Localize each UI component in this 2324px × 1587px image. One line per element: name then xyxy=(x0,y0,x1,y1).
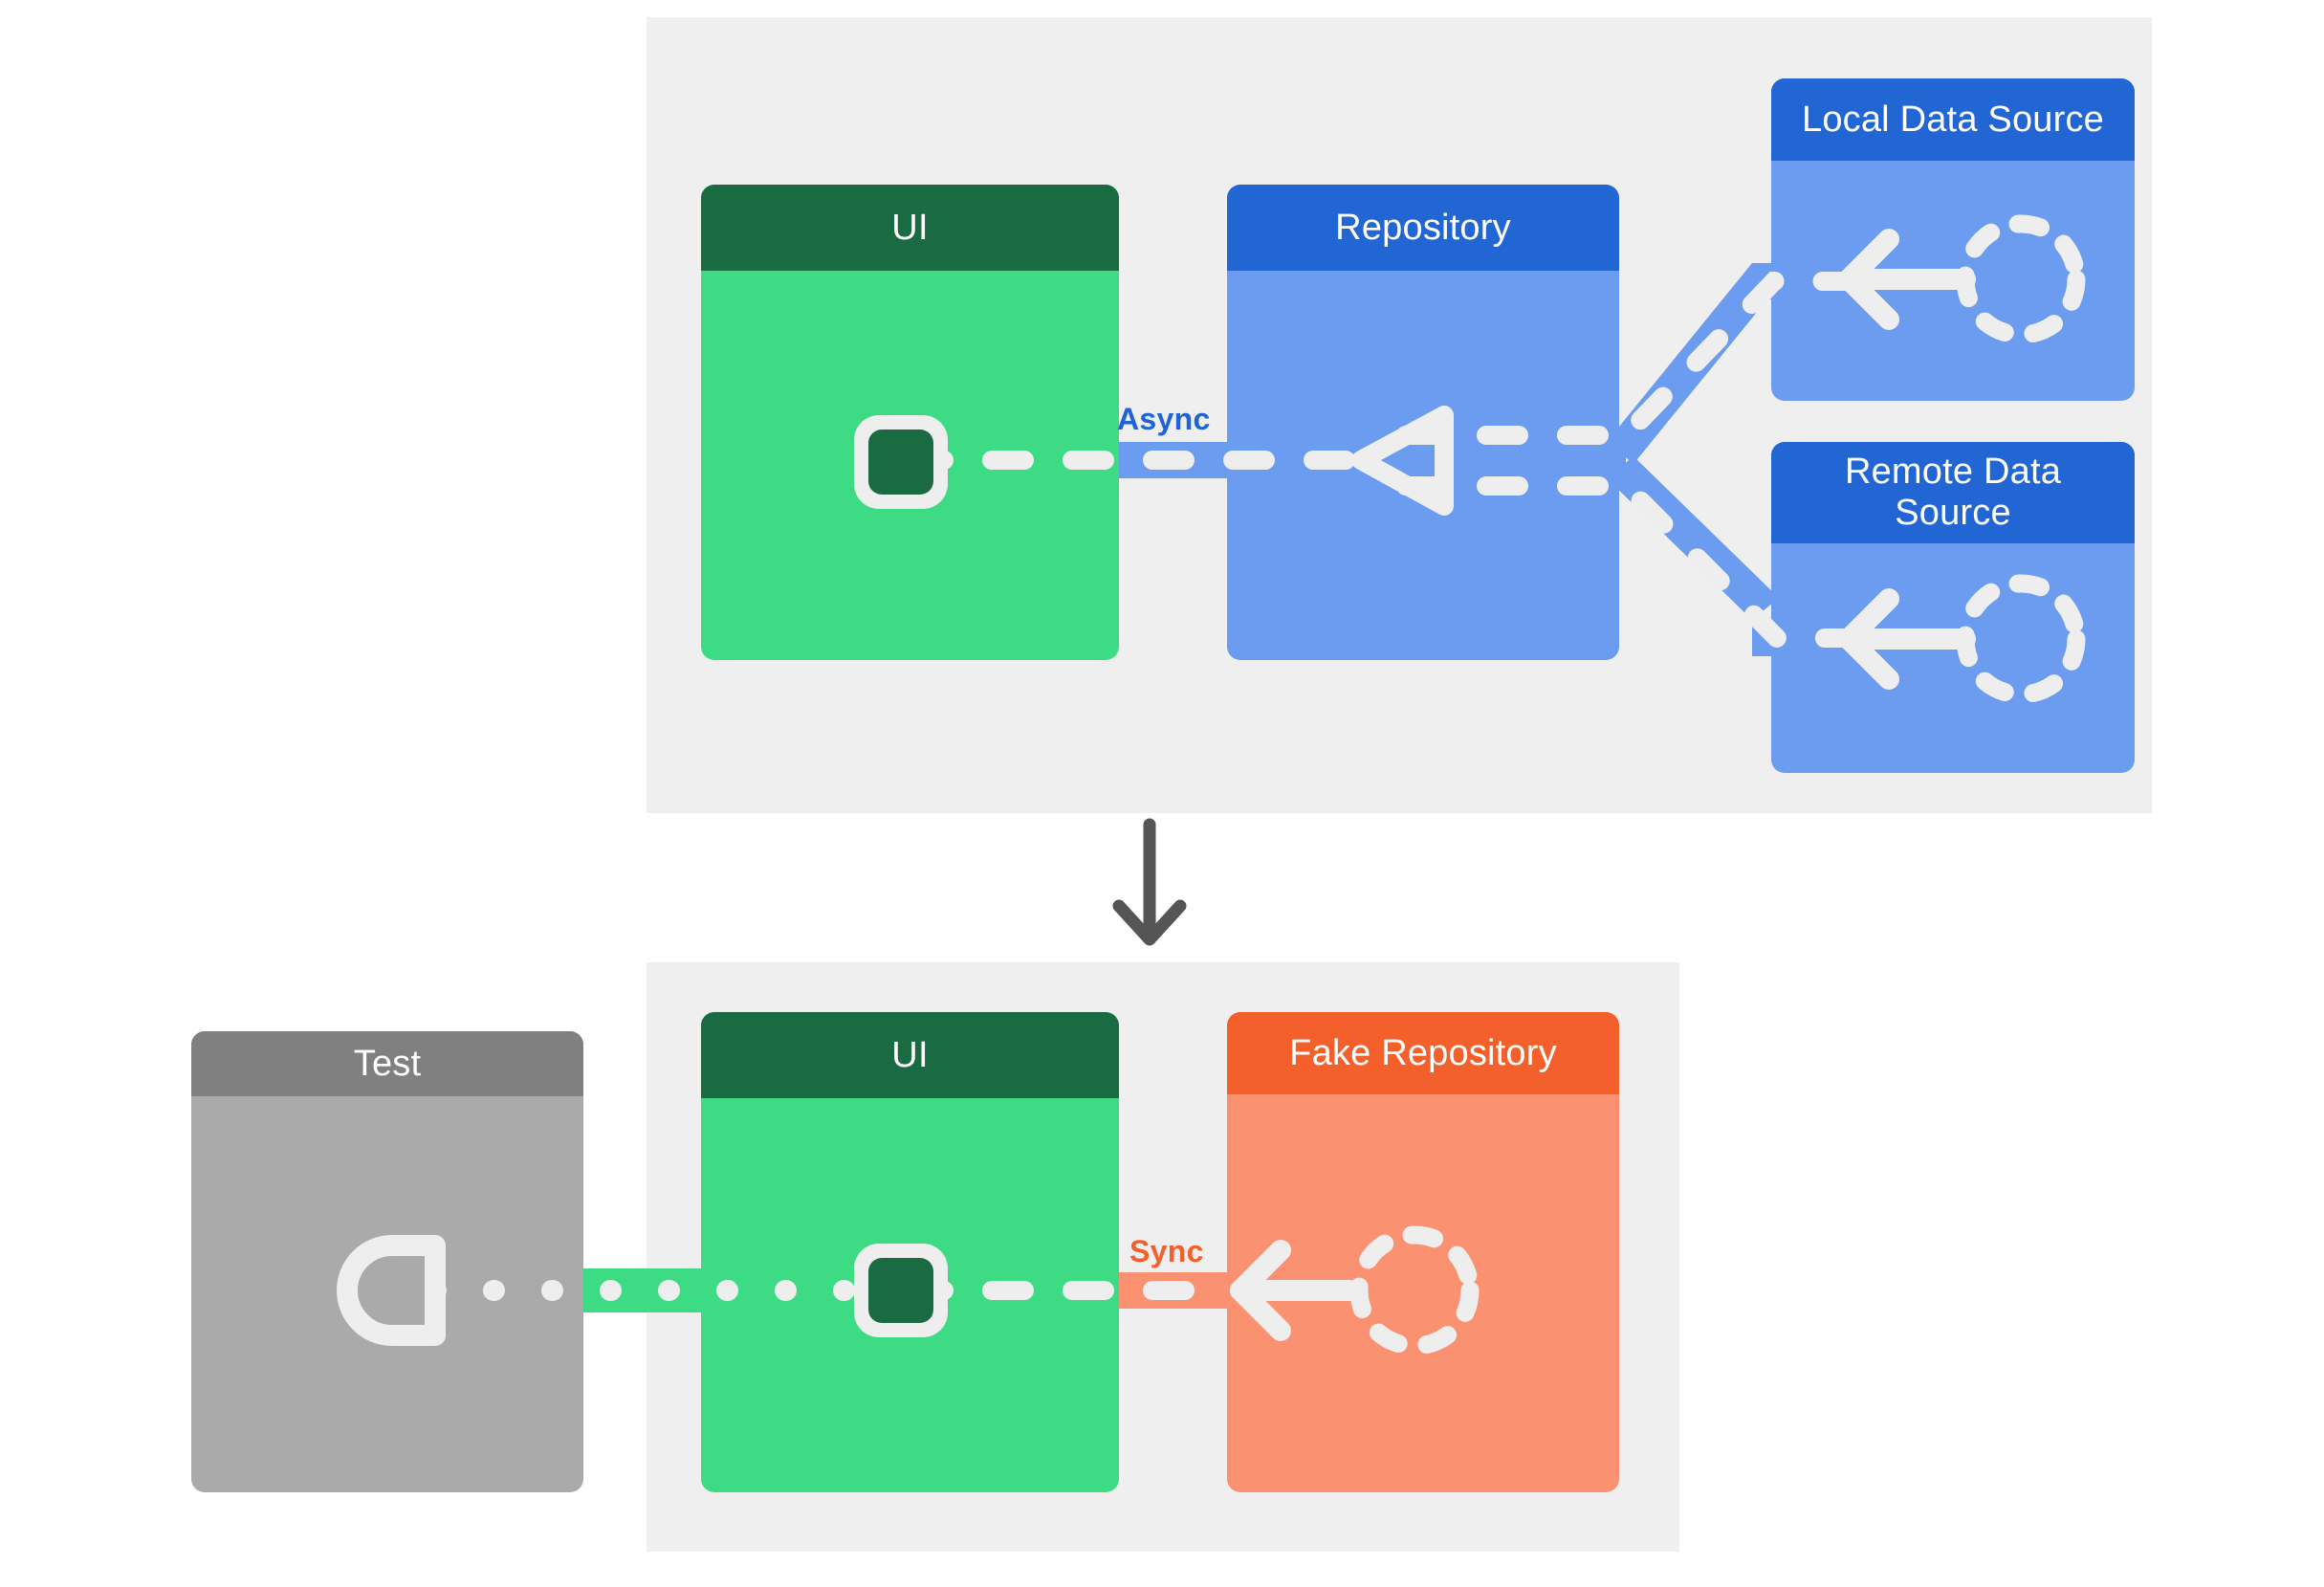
card-repository-title: Repository xyxy=(1227,185,1619,271)
async-edge-label: Async xyxy=(1117,402,1211,436)
card-ui-test-body xyxy=(701,1098,1119,1492)
card-fake-repository[interactable]: Fake Repository xyxy=(1227,1012,1619,1492)
card-ui-production-title: UI xyxy=(701,185,1119,271)
card-repository[interactable]: Repository xyxy=(1227,185,1619,660)
card-fake-repository-body xyxy=(1227,1094,1619,1492)
card-test-body xyxy=(191,1096,583,1492)
card-local-data-source[interactable]: Local Data Source xyxy=(1771,78,2135,401)
card-ui-production[interactable]: UI xyxy=(701,185,1119,660)
card-ui-test[interactable]: UI xyxy=(701,1012,1119,1492)
card-remote-data-source-body xyxy=(1771,543,2135,773)
card-local-data-source-body xyxy=(1771,161,2135,401)
card-remote-data-source-title: Remote Data Source xyxy=(1771,442,2135,543)
card-local-data-source-title: Local Data Source xyxy=(1771,78,2135,161)
card-repository-body xyxy=(1227,271,1619,660)
sync-edge-label: Sync xyxy=(1129,1234,1204,1268)
card-ui-test-title: UI xyxy=(701,1012,1119,1098)
card-test-title: Test xyxy=(191,1031,583,1096)
card-ui-production-body xyxy=(701,271,1119,660)
card-test[interactable]: Test xyxy=(191,1031,583,1492)
card-fake-repository-title: Fake Repository xyxy=(1227,1012,1619,1094)
card-remote-data-source[interactable]: Remote Data Source xyxy=(1771,442,2135,773)
